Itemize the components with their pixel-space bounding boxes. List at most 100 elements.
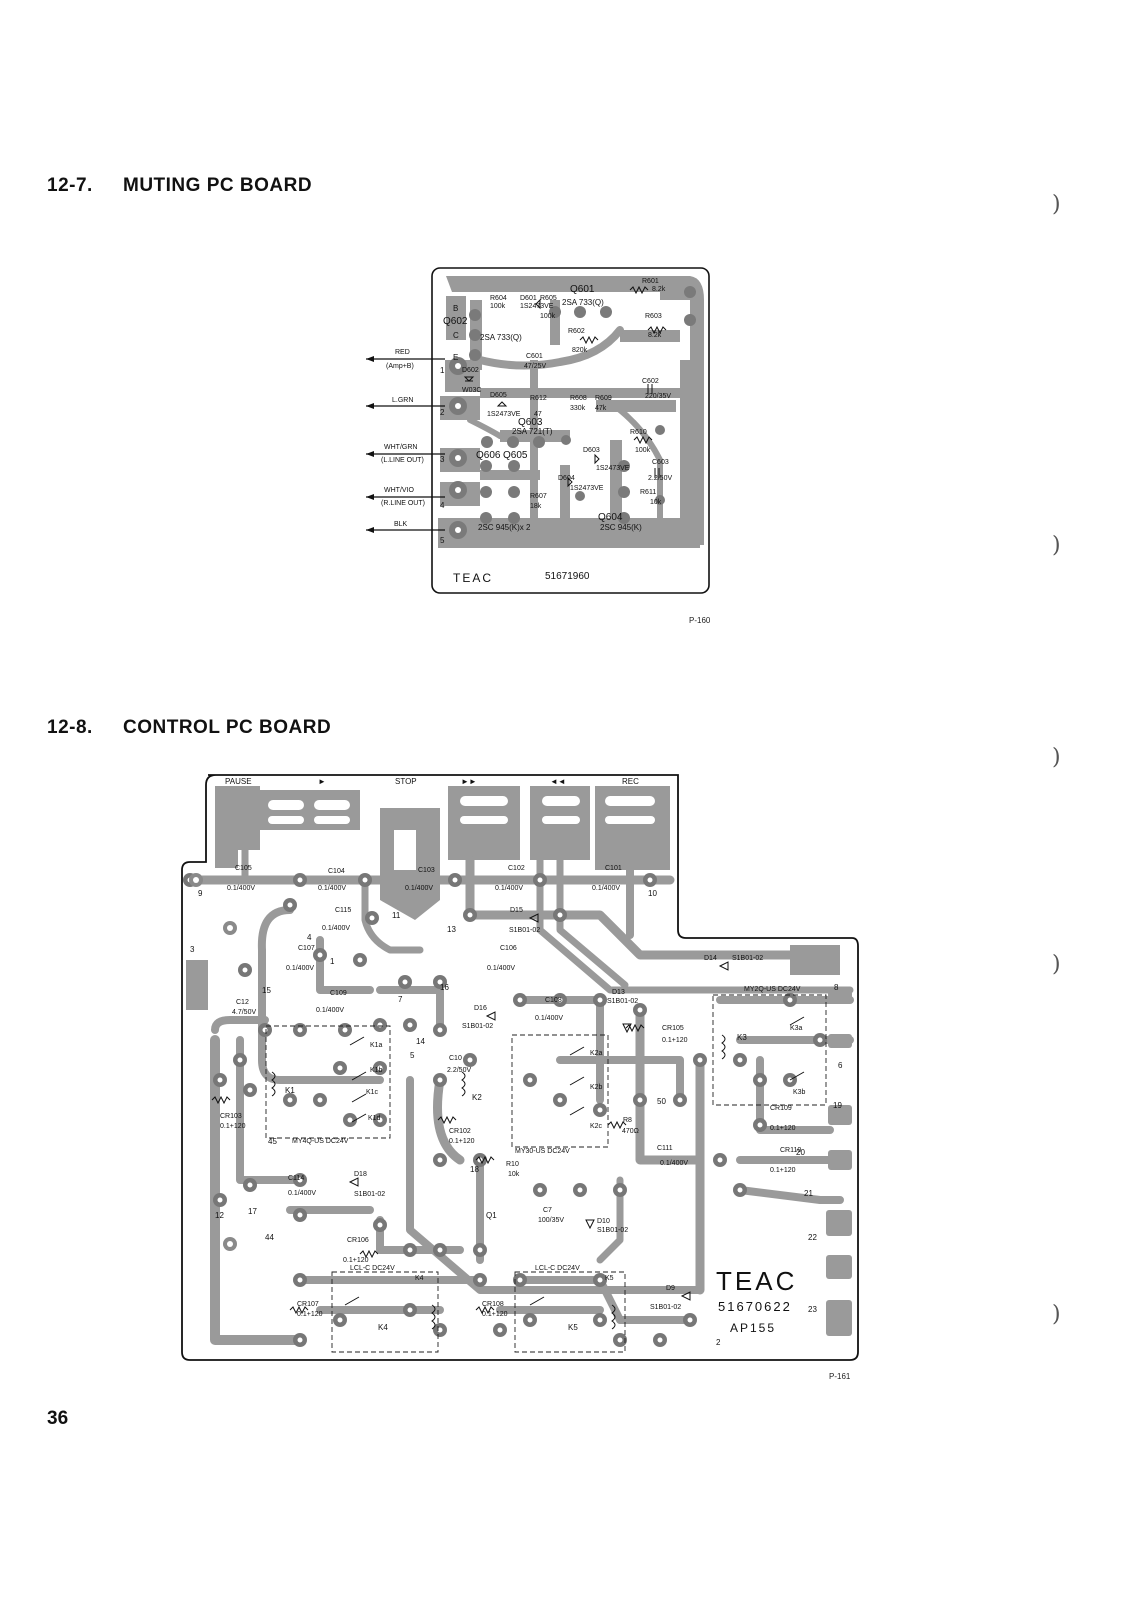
- pad-hole: [247, 1182, 253, 1188]
- c12-label: C12: [236, 999, 249, 1006]
- c101-value: 0.1/400V: [592, 885, 620, 892]
- pad-hole: [369, 915, 375, 921]
- c12-value: 4.7/50V: [232, 1009, 256, 1016]
- cr102-value: 0.1+120: [449, 1138, 475, 1145]
- wire-3-color: WHT/GRN: [384, 444, 417, 451]
- wire-4-color: WHT/VIO: [384, 487, 414, 494]
- pad-hole: [297, 1277, 303, 1283]
- c601-value: 47/25V: [524, 363, 547, 370]
- k4-type: LCL-C DC24V: [350, 1265, 395, 1272]
- section-heading-control: 12-8.CONTROL PC BOARD: [47, 717, 331, 739]
- c103-label: C103: [418, 867, 435, 874]
- control-labels: PAUSE ► STOP ►► ◄◄ REC C105 0.1/400V C10…: [220, 777, 806, 1332]
- r609-label: R609: [595, 395, 612, 402]
- pad-hole: [497, 1327, 503, 1333]
- pad-hole: [537, 877, 543, 883]
- pad-hole: [407, 1307, 413, 1313]
- d601-value: 1S2473VE: [520, 303, 554, 310]
- muting-maker-logo: TEAC: [453, 571, 493, 585]
- terminal-19: 19: [833, 1101, 842, 1110]
- d18-value: S1B01-02: [354, 1191, 385, 1198]
- pad-hole: [377, 1117, 383, 1123]
- pad-hole: [437, 979, 443, 985]
- wire-3-note: (L.LINE OUT): [381, 457, 424, 464]
- r602-label: R602: [568, 328, 585, 335]
- cr105-value: 0.1+120: [662, 1037, 688, 1044]
- pad-hole: [677, 1097, 683, 1103]
- terminal-15: 15: [262, 986, 271, 995]
- pad-hole: [467, 912, 473, 918]
- d18-label: D18: [354, 1171, 367, 1178]
- pad-hole: [437, 1077, 443, 1083]
- d14-label: D14: [704, 955, 717, 962]
- pin-b: B: [453, 304, 458, 313]
- pad-hole: [407, 1022, 413, 1028]
- d10-label: D10: [597, 1218, 610, 1225]
- k3b-label: K3b: [793, 1089, 806, 1096]
- muting-labels: Q601 2SA 733(Q) Q602 2SA 733(Q) Q603 2SA…: [443, 278, 672, 532]
- r612-label: R612: [530, 395, 547, 402]
- terminal-44: 44: [265, 1233, 274, 1242]
- control-model-number: AP155: [730, 1321, 776, 1335]
- k1b-label: K1b: [370, 1067, 383, 1074]
- figure-ref: P-161: [829, 1372, 851, 1381]
- figure-ref: P-160: [689, 616, 711, 625]
- k1c-label: K1c: [366, 1089, 379, 1096]
- cr109-label: CR109: [770, 1105, 792, 1112]
- control-copper-traces: [185, 826, 854, 1345]
- r10-value: 10k: [508, 1171, 520, 1178]
- r605-label: R605: [540, 295, 557, 302]
- pad-hole: [337, 1317, 343, 1323]
- pin-e: E: [453, 353, 458, 362]
- c101-label: C101: [605, 865, 622, 872]
- pad-hole: [342, 1027, 348, 1033]
- r609-value: 47k: [595, 405, 607, 412]
- terminal-numbers: 1 2 3 4 5 6 7 8 9 10 11 12 13 14 15 16 1…: [190, 889, 843, 1347]
- pin-2: 2: [440, 408, 445, 417]
- pad-hole: [697, 1057, 703, 1063]
- cr110-label: CR110: [780, 1147, 801, 1154]
- r608-label: R608: [570, 395, 587, 402]
- pad-hole: [597, 1317, 603, 1323]
- d605-label: D605: [490, 392, 507, 399]
- r607-value: 18k: [530, 503, 542, 510]
- pin-4: 4: [440, 501, 445, 510]
- pad-hole: [242, 967, 248, 973]
- pad-hole: [217, 1077, 223, 1083]
- wire-1-color: RED: [395, 349, 410, 356]
- r608-value: 330k: [570, 405, 586, 412]
- c107-value: 0.1/400V: [286, 965, 314, 972]
- r604-label: R604: [490, 295, 507, 302]
- switch-label-rew: ◄◄: [550, 777, 566, 786]
- q605-label: Q605: [503, 450, 528, 461]
- c106-value: 0.1/400V: [487, 965, 515, 972]
- pad-hole: [247, 1087, 253, 1093]
- r605-value: 100k: [540, 313, 556, 320]
- d602-label: D602: [462, 367, 479, 374]
- control-edge-connectors: [186, 945, 852, 1336]
- terminal-22: 22: [808, 1233, 817, 1242]
- pad-hole: [517, 1277, 523, 1283]
- pad-hole: [637, 1007, 643, 1013]
- r602-value: 820k: [572, 347, 588, 354]
- c107-label: C107: [298, 945, 315, 952]
- pad-hole: [557, 997, 563, 1003]
- r604-value: 100k: [490, 303, 506, 310]
- terminal-21: 21: [804, 1189, 813, 1198]
- switch-label-rec: REC: [622, 777, 639, 786]
- r603-value: 8.2k: [648, 332, 662, 339]
- pad-hole: [377, 1222, 383, 1228]
- q602-type: 2SA 733(Q): [480, 333, 522, 342]
- q604-label: Q604: [598, 512, 623, 523]
- d10-value: S1B01-02: [597, 1227, 628, 1234]
- pad-hole: [402, 979, 408, 985]
- cr106-value: 0.1+120: [343, 1257, 369, 1264]
- muting-wires: RED (Amp+B) L.GRN WHT/GRN (L.LINE OUT) W…: [366, 349, 445, 545]
- k4-label: K4: [378, 1323, 388, 1332]
- terminal-20: 20: [796, 1148, 805, 1157]
- q1-label: Q1: [486, 1211, 497, 1220]
- pad-hole: [597, 1107, 603, 1113]
- terminal-3: 3: [190, 945, 195, 954]
- pad-hole: [817, 1037, 823, 1043]
- pad-hole: [437, 1027, 443, 1033]
